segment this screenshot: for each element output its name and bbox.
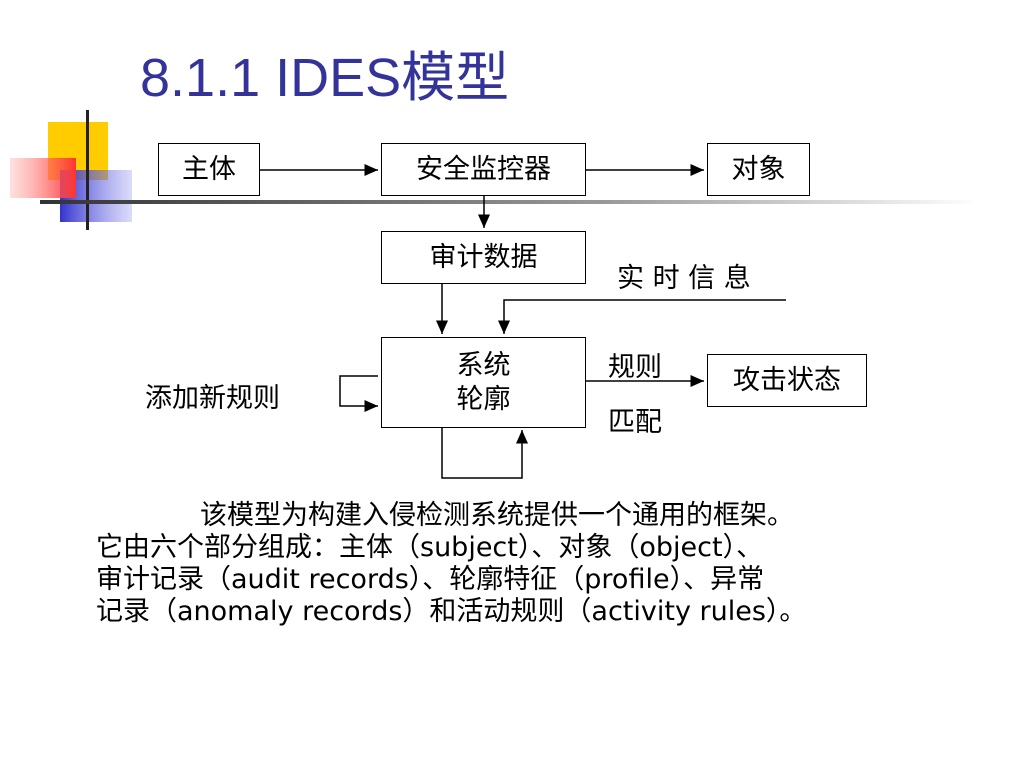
slide-title: 8.1.1 IDES模型 [140,48,510,108]
subject-box: 主体 [158,143,260,196]
audit-data-label: 审计数据 [429,241,538,273]
system-profile-line1: 系统 [456,349,511,381]
security-monitor-box: 安全监控器 [381,143,586,196]
rule-match-line1: 规则 [608,352,662,383]
subject-label: 主体 [182,153,236,185]
description-line-4: 记录（anomaly records）和活动规则（activity rules）… [96,596,807,627]
corner-decoration [0,100,980,240]
system-profile-line2: 轮廓 [456,383,511,415]
system-profile-box: 系统 轮廓 [381,337,586,428]
description-line-1: 该模型为构建入侵检测系统提供一个通用的框架。 [200,500,794,531]
description-line-3: 审计记录（audit records）、轮廓特征（profile）、异常 [96,564,765,595]
realtime-info-label: 实 时 信 息 [617,263,751,294]
description-line-2: 它由六个部分组成：主体（subject）、对象（object）、 [96,532,764,563]
attack-state-label: 攻击状态 [733,364,841,396]
attack-state-box: 攻击状态 [707,354,867,407]
object-box: 对象 [707,143,810,196]
rule-match-line2: 匹配 [608,407,662,438]
add-new-rules-label: 添加新规则 [145,383,280,414]
security-monitor-label: 安全监控器 [416,153,551,185]
object-label: 对象 [731,153,786,185]
description-paragraph: 该模型为构建入侵检测系统提供一个通用的框架。 它由六个部分组成：主体（subje… [96,500,936,628]
audit-data-box: 审计数据 [381,231,586,284]
